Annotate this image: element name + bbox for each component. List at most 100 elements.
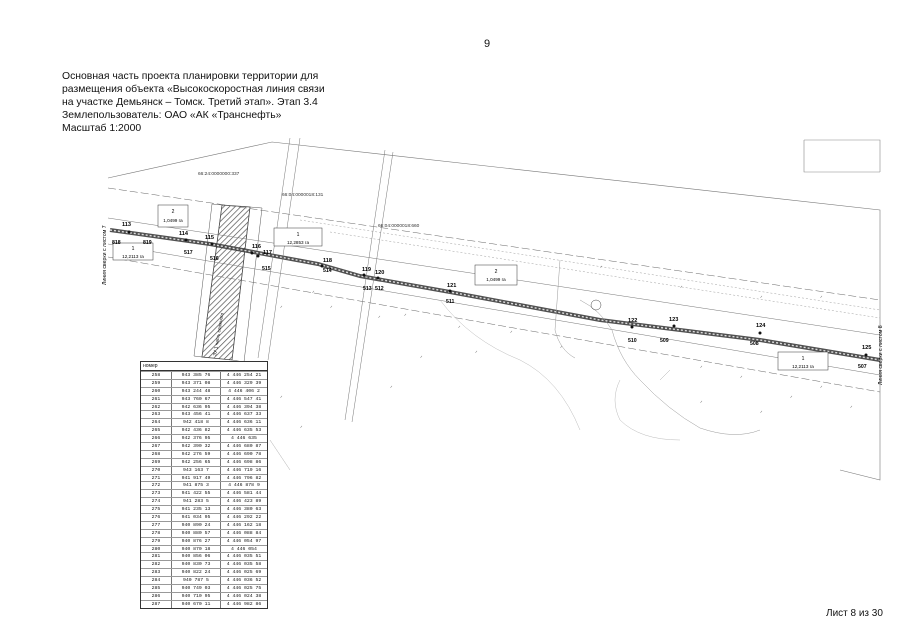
parcel-number: 1	[802, 356, 805, 362]
point-number-cell: 261	[141, 395, 172, 403]
y-coordinate-cell: 4 446 982 86	[226, 601, 262, 607]
x-coordinate-cell: 943 456 41	[172, 411, 221, 419]
parcel-number: 1	[297, 232, 300, 238]
point-label: 509	[660, 338, 669, 344]
point-label: 508	[750, 341, 759, 347]
x-coordinate-cell: 940 876 27	[172, 537, 221, 545]
point-number-cell: 280	[141, 545, 172, 553]
svg-text:ᐟ: ᐟ	[280, 305, 283, 312]
svg-text:ᐟ: ᐟ	[404, 313, 407, 320]
point-number-cell: 283	[141, 569, 172, 577]
parcel-area: 12,2853 га	[287, 240, 309, 245]
cadastral-label: 66:24:0000000:337	[198, 171, 240, 177]
station-label: 124	[756, 323, 766, 329]
svg-text:ᐟ: ᐟ	[790, 395, 793, 402]
document-header: Основная часть проекта планировки террит…	[62, 70, 382, 135]
number-column-header: номер	[143, 363, 158, 369]
x-coordinate-cell: 942 418 8	[172, 419, 221, 427]
point-number-cell: 279	[141, 537, 172, 545]
map-frame	[107, 141, 881, 481]
x-coordinate-cell: 943 244 48	[172, 387, 221, 395]
y-coordinate-cell: 4 446 698 86	[226, 459, 262, 465]
svg-text:ᐟ: ᐟ	[475, 350, 478, 357]
point-number-cell: 276	[141, 514, 172, 521]
point-number-cell: 270	[141, 466, 172, 474]
svg-text:ᐟ: ᐟ	[700, 365, 703, 372]
y-coordinate-cell: 4 446 635	[231, 436, 257, 442]
y-coordinate-cell: 4 446 796 82	[226, 475, 262, 481]
svg-text:ᐟ: ᐟ	[378, 315, 381, 322]
point-label: 819	[143, 240, 152, 246]
cadastral-label: 66:04:0000018:660	[378, 223, 420, 229]
match-line-label: Линия сверки с листом 8	[878, 325, 884, 385]
parcel-number: 2	[172, 209, 175, 215]
point-number-cell: 263	[141, 411, 172, 419]
svg-text:ᐟ: ᐟ	[510, 330, 513, 337]
parcel-number: 2	[495, 269, 498, 275]
station-label: 121	[447, 283, 456, 289]
x-coordinate-cell: 940 856 06	[172, 553, 221, 561]
x-coordinate-cell: 940 749 03	[172, 585, 221, 592]
match-line-label: Линия сверки с листом 7	[102, 225, 108, 285]
point-number-cell: 277	[141, 521, 172, 529]
x-coordinate-cell: 940 880 57	[172, 529, 221, 537]
point-number-cell: 266	[141, 435, 172, 443]
parcel-number: 1	[132, 246, 135, 252]
svg-text:ᐟ: ᐟ	[300, 425, 303, 432]
point-label: 511	[446, 299, 454, 305]
y-coordinate-cell: 4 446 088 84	[226, 530, 262, 536]
point-label: 517	[184, 250, 193, 256]
x-coordinate-cell: 943 371 08	[172, 379, 221, 387]
point-number-cell: 273	[141, 490, 172, 498]
point-number-cell: 287	[141, 600, 172, 608]
svg-text:ᐟ: ᐟ	[680, 285, 683, 292]
y-coordinate-cell: 4 446 025 75	[226, 586, 262, 592]
point-number-cell: 284	[141, 577, 172, 585]
parcel-area: 12,2113 га	[792, 364, 814, 369]
svg-text:ᐟ: ᐟ	[560, 345, 563, 352]
header-line: Землепользователь: ОАО «АК «Транснефть»	[62, 110, 282, 121]
point-label: 514	[323, 268, 332, 274]
svg-text:ᐟ: ᐟ	[312, 290, 315, 297]
header-line: Основная часть проекта планировки террит…	[62, 71, 319, 82]
header-line: на участке Демьянск – Томск. Третий этап…	[62, 97, 318, 108]
x-coordinate-cell: 941 235 13	[172, 506, 221, 514]
y-coordinate-cell: 4 446 423 89	[226, 499, 262, 505]
header-line: размещения объекта «Высокоскоростная лин…	[62, 84, 325, 95]
point-label: 818	[112, 240, 121, 246]
y-coordinate-cell: 4 446 035 51	[226, 554, 262, 560]
station-label: 119	[362, 267, 371, 273]
point-number-cell: 269	[141, 458, 172, 466]
svg-text:ᐟ: ᐟ	[700, 400, 703, 407]
point-label: 512	[375, 286, 384, 292]
x-coordinate-cell: 942 276 59	[172, 450, 221, 458]
parcel-area: 1,0499 га	[163, 218, 183, 223]
y-coordinate-cell: 4 446 054	[231, 546, 257, 552]
sheet-number: Лист 8 из 30	[826, 608, 883, 619]
x-coordinate-cell: 941 422 55	[172, 490, 221, 498]
parcel-area: 12,2113 га	[122, 254, 144, 259]
y-coordinate-cell: 4 446 254 21	[226, 373, 262, 378]
header-line: Масштаб 1:2000	[62, 123, 142, 134]
